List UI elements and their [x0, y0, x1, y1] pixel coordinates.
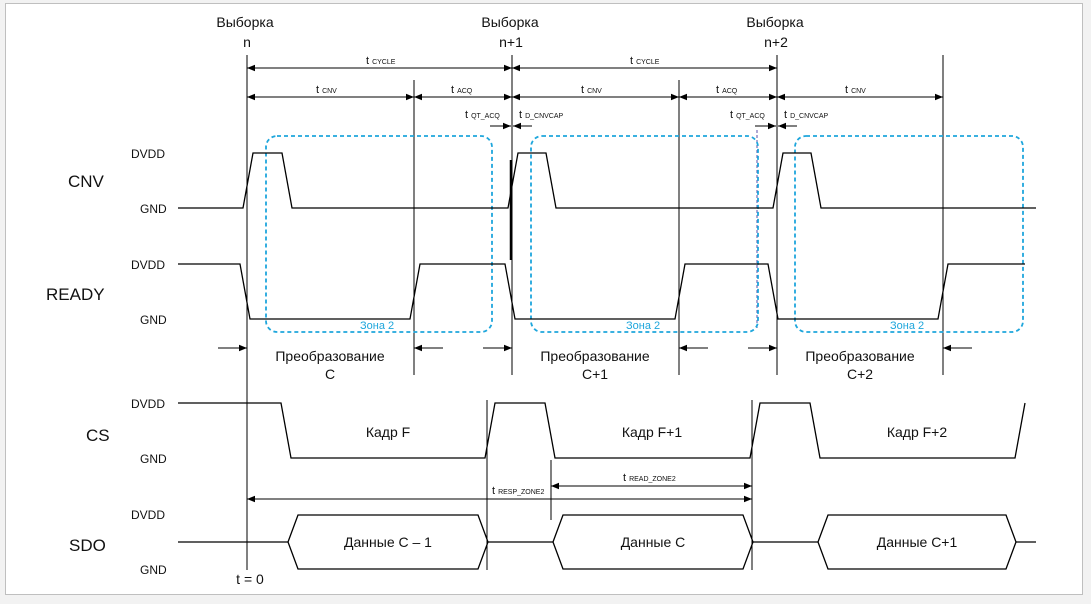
cnv-waveform — [178, 152, 1036, 209]
frame-label-2: Кадр F+1 — [622, 424, 683, 440]
data-label-2: Данные C — [621, 534, 686, 550]
conversion-index-1: C — [325, 366, 335, 382]
sample-n2-label: Выборка — [746, 14, 803, 30]
cs-waveform — [178, 402, 1026, 459]
conversion-label-2: Преобразование — [540, 348, 650, 364]
sample-markers — [246, 55, 944, 570]
signal-cnv-name: CNV — [68, 172, 105, 191]
cs-high-level: DVDD — [131, 397, 165, 411]
data-label-3: Данные C+1 — [877, 534, 958, 550]
timing-arrows — [218, 64, 972, 503]
zone2-regions: Зона 2 Зона 2 Зона 2 — [265, 135, 1024, 333]
frame-label-3: Кадр F+2 — [887, 424, 948, 440]
signal-cs-name: CS — [86, 426, 110, 445]
sdo-low-level: GND — [140, 563, 167, 577]
conversion-index-2: C+1 — [582, 366, 608, 382]
conversion-index-3: C+2 — [847, 366, 873, 382]
conversion-label-1: Преобразование — [275, 348, 385, 364]
sample-n-index: n — [243, 34, 251, 50]
signal-sdo-name: SDO — [69, 536, 106, 555]
zone2-label-1: Зона 2 — [360, 320, 394, 332]
zone2-label-2: Зона 2 — [626, 320, 660, 332]
conversion-label-3: Преобразование — [805, 348, 915, 364]
signal-ready-name: READY — [46, 285, 105, 304]
ready-waveform — [178, 263, 1025, 320]
cs-low-level: GND — [140, 452, 167, 466]
sdo-waveform — [178, 514, 1036, 570]
level-labels: DVDD GND DVDD GND DVDD GND DVDD GND — [131, 147, 167, 577]
sample-n-label: Выборка — [216, 14, 273, 30]
sdo-high-level: DVDD — [131, 508, 165, 522]
sample-n2-index: n+2 — [764, 34, 788, 50]
frame-label-1: Кадр F — [366, 424, 410, 440]
sample-n1-label: Выборка — [481, 14, 538, 30]
cnv-high-level: DVDD — [131, 147, 165, 161]
ready-high-level: DVDD — [131, 258, 165, 272]
ready-low-level: GND — [140, 313, 167, 327]
data-label-1: Данные C – 1 — [344, 534, 432, 550]
cnv-low-level: GND — [140, 202, 167, 216]
t-zero-label: t = 0 — [236, 571, 264, 587]
zone2-label-3: Зона 2 — [890, 320, 924, 332]
sample-n1-index: n+1 — [499, 34, 523, 50]
